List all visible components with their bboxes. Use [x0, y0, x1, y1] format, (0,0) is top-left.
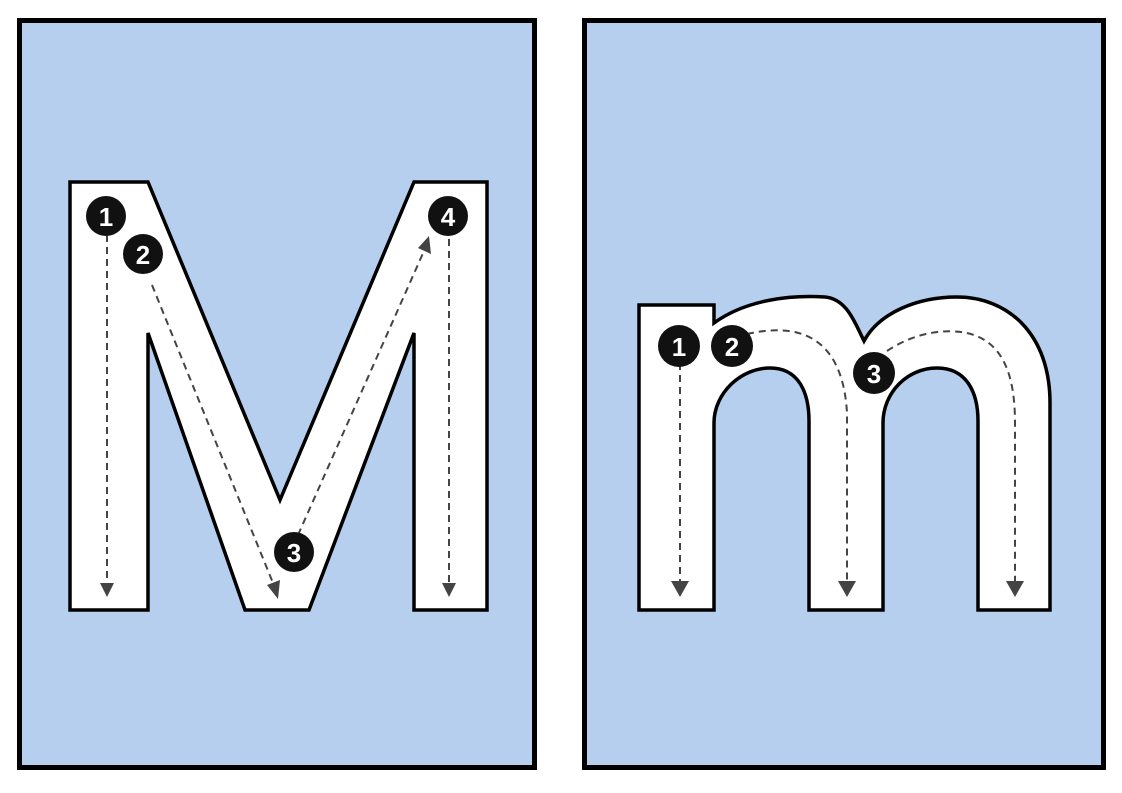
stroke-2-arrowhead [838, 581, 856, 597]
stroke-2-number: 2 [725, 332, 739, 362]
stroke-2-arrowhead [267, 580, 280, 599]
stroke-3-number: 3 [287, 538, 301, 568]
stroke-4-number: 4 [441, 202, 456, 232]
stroke-1-arrowhead [100, 583, 114, 597]
stroke-2-badge: 2 [711, 325, 753, 367]
stroke-1-number: 1 [99, 202, 113, 232]
stroke-3-number: 3 [867, 359, 881, 389]
letter-card-lowercase-m: 1 2 3 [582, 18, 1106, 770]
stroke-1-badge: 1 [658, 325, 700, 367]
stroke-3-guide [886, 330, 1016, 583]
stroke-3-arrowhead [1006, 581, 1024, 597]
stroke-3-guide [297, 250, 425, 536]
stroke-3-badge: 3 [853, 352, 895, 394]
stroke-1-badge: 1 [86, 196, 126, 236]
stroke-2-badge: 2 [123, 234, 163, 274]
stroke-2-number: 2 [136, 240, 150, 270]
letter-card-uppercase-m: 1 2 3 4 [17, 18, 537, 770]
uppercase-m-tracing-diagram: 1 2 3 4 [22, 23, 532, 765]
stroke-1-arrowhead [671, 581, 689, 597]
uppercase-m-glyph [68, 180, 489, 612]
stroke-3-arrowhead [418, 236, 431, 254]
stroke-2-guide [746, 329, 848, 583]
stroke-3-badge: 3 [274, 532, 314, 572]
stroke-4-badge: 4 [428, 196, 468, 236]
lowercase-m-glyph [637, 294, 1052, 612]
stroke-1-number: 1 [672, 332, 686, 362]
stroke-4-arrowhead [442, 583, 456, 597]
lowercase-m-tracing-diagram: 1 2 3 [587, 23, 1101, 765]
stroke-2-guide [151, 284, 274, 584]
